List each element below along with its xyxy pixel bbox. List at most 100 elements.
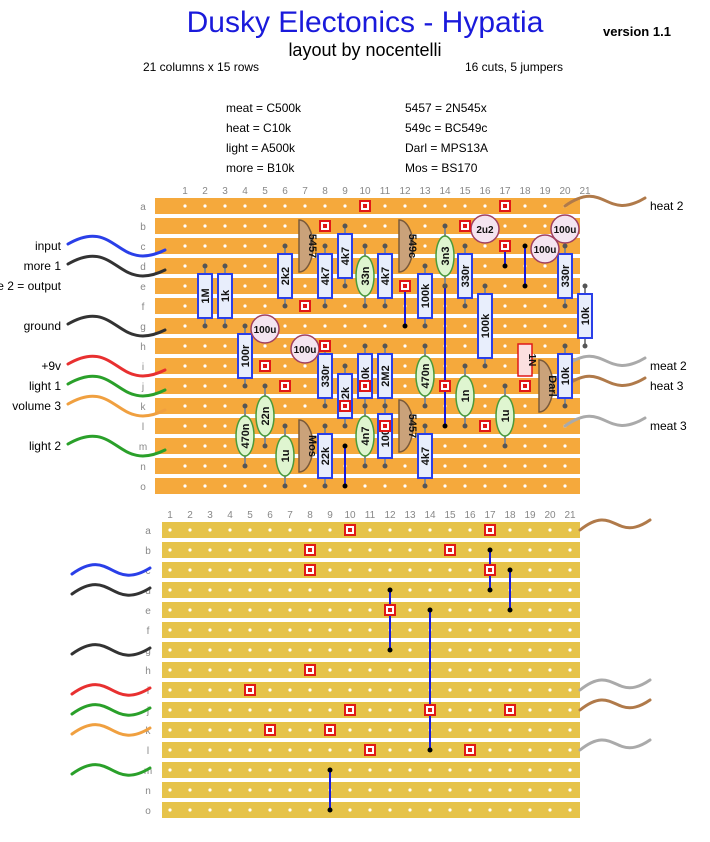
- hole: [488, 668, 492, 672]
- hole: [543, 204, 547, 208]
- transistor-legend: 5457 = 2N545x 549c = BC549c Darl = MPS13…: [405, 98, 488, 178]
- hole: [423, 224, 427, 228]
- hole: [288, 588, 292, 592]
- column-number: 13: [419, 186, 431, 197]
- capacitor-label: 1u: [280, 450, 292, 463]
- hole: [188, 768, 192, 772]
- column-number: 21: [579, 186, 591, 197]
- hole: [348, 568, 352, 572]
- column-number: 17: [499, 186, 511, 197]
- hole: [543, 464, 547, 468]
- hole: [328, 608, 332, 612]
- hole: [328, 568, 332, 572]
- row-letter: l: [147, 746, 149, 757]
- hole: [508, 648, 512, 652]
- hole: [408, 628, 412, 632]
- hole: [208, 528, 212, 532]
- wire-label: heat 3: [650, 379, 684, 393]
- hole: [368, 708, 372, 712]
- capacitor-label: 100u: [554, 225, 577, 236]
- hole: [468, 568, 472, 572]
- hole: [368, 628, 372, 632]
- hole: [203, 404, 207, 408]
- hole: [283, 204, 287, 208]
- hole: [483, 464, 487, 468]
- hole: [563, 444, 567, 448]
- capacitor-label: 100u: [534, 245, 557, 256]
- wire-label: light 2: [29, 439, 61, 453]
- hole: [188, 808, 192, 812]
- row-letter: g: [145, 646, 151, 657]
- hole: [283, 404, 287, 408]
- hole: [408, 648, 412, 652]
- hole: [583, 404, 587, 408]
- column-number: 11: [380, 186, 391, 197]
- resistor-label: 10k: [580, 306, 592, 325]
- solder-point: [242, 323, 248, 329]
- hole: [303, 484, 307, 488]
- resistor-label: 1M: [200, 288, 212, 303]
- resistor-body: [377, 253, 393, 299]
- hole: [228, 668, 232, 672]
- column-number: 12: [384, 510, 396, 521]
- hole: [168, 688, 172, 692]
- jumper-end: [387, 647, 393, 653]
- hole: [268, 608, 272, 612]
- transistor-label: 549c: [406, 234, 418, 258]
- column-number: 12: [399, 186, 411, 197]
- hole: [468, 808, 472, 812]
- hole: [428, 588, 432, 592]
- row-letter: i: [142, 362, 144, 373]
- row-letter: f: [147, 626, 150, 637]
- solder-point: [342, 363, 348, 369]
- solder-point: [562, 343, 568, 349]
- hole: [503, 484, 507, 488]
- resistor-body: [377, 353, 393, 399]
- hole: [168, 548, 172, 552]
- hole: [203, 424, 207, 428]
- hole: [168, 788, 172, 792]
- row-letter: h: [145, 666, 151, 677]
- solder-point: [422, 483, 428, 489]
- capacitor-label: 100u: [254, 325, 277, 336]
- hole: [368, 568, 372, 572]
- hole: [268, 548, 272, 552]
- hole: [268, 788, 272, 792]
- input-wire: [70, 683, 152, 697]
- hole: [288, 728, 292, 732]
- hole: [488, 748, 492, 752]
- hole: [288, 748, 292, 752]
- hole: [543, 284, 547, 288]
- solder-point: [242, 383, 248, 389]
- hole: [268, 628, 272, 632]
- hole: [528, 628, 532, 632]
- hole: [263, 224, 267, 228]
- wire-label: meat 2: [650, 359, 687, 373]
- hole: [183, 204, 187, 208]
- hole: [343, 324, 347, 328]
- column-number: 5: [247, 510, 253, 521]
- hole: [223, 404, 227, 408]
- input-wire: [66, 254, 167, 278]
- hole: [188, 668, 192, 672]
- hole: [223, 344, 227, 348]
- transistor-label: 5457: [406, 414, 418, 438]
- film-capacitor: [275, 435, 295, 477]
- legend-line: heat = C10k: [226, 121, 292, 135]
- hole: [403, 364, 407, 368]
- hole: [188, 788, 192, 792]
- row-letter: g: [140, 322, 146, 333]
- track-cut-center: [308, 568, 312, 572]
- hole: [168, 668, 172, 672]
- hole: [523, 404, 527, 408]
- hole: [183, 324, 187, 328]
- hole: [523, 484, 527, 488]
- column-number: 17: [484, 510, 496, 521]
- hole: [548, 768, 552, 772]
- hole: [308, 808, 312, 812]
- hole: [583, 444, 587, 448]
- hole: [568, 548, 572, 552]
- hole: [228, 608, 232, 612]
- hole: [223, 444, 227, 448]
